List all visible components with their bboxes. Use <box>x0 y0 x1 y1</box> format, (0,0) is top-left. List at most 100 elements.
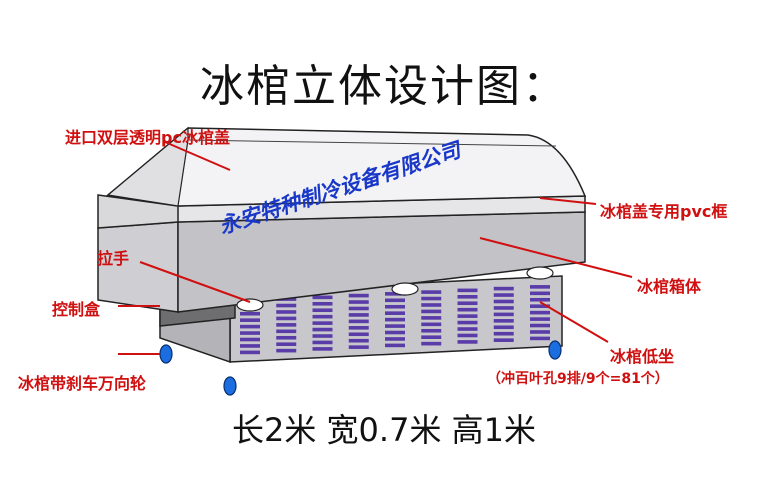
wheel <box>159 344 173 364</box>
vent-slat <box>240 324 260 329</box>
vent-slat <box>385 324 405 328</box>
vent-slat <box>421 296 442 301</box>
vent-slat <box>312 314 333 319</box>
vent-slat <box>530 323 550 328</box>
vent-slat <box>348 313 369 317</box>
lid-ridge <box>187 139 557 147</box>
leader-base <box>539 301 609 343</box>
vent-slat <box>276 335 297 340</box>
label-handle: 拉手 <box>97 249 130 268</box>
vent-slat <box>421 316 442 320</box>
vent-slat <box>385 317 405 322</box>
vent-slat <box>457 301 478 306</box>
vent-slat <box>312 334 333 338</box>
label-control-box: 控制盒 <box>52 300 101 319</box>
vent-slat <box>348 332 369 337</box>
vent-slat <box>385 330 405 335</box>
vent-slat <box>312 327 333 332</box>
vent-slat <box>457 294 478 299</box>
vent-slat <box>276 342 297 347</box>
vent-slat <box>457 333 478 338</box>
vent-slat <box>530 297 550 302</box>
vent-slat <box>240 318 260 322</box>
vent-slat <box>493 325 514 330</box>
vent-slat <box>493 286 514 291</box>
label-base-note: （冲百叶孔9排/9个=81个） <box>487 371 669 387</box>
vent-slat <box>530 285 550 289</box>
leader-lines <box>118 141 633 355</box>
vent-slat <box>493 331 514 336</box>
leader-handle <box>139 261 251 303</box>
vent-slat <box>493 293 514 297</box>
handle <box>236 298 264 312</box>
vent-slat <box>493 338 514 342</box>
wheel <box>548 340 562 360</box>
vent-slat <box>276 316 297 321</box>
vent-slat <box>530 317 550 321</box>
label-wheels: 冰棺带刹车万向轮 <box>18 374 147 393</box>
vent-slat <box>457 307 478 312</box>
vent-slat <box>312 295 333 300</box>
vent-slat <box>385 292 405 296</box>
vent-slat <box>385 311 405 315</box>
vent-slat <box>493 299 514 304</box>
vent-slat <box>385 298 405 303</box>
vent-slat <box>312 340 333 345</box>
vent-slat <box>348 293 369 298</box>
vent-slat <box>530 291 550 296</box>
vent-slat <box>240 350 260 355</box>
vent-slat <box>312 347 333 351</box>
vent-slat <box>457 288 478 293</box>
vent-slat <box>312 301 333 306</box>
vent-slat <box>530 304 550 308</box>
label-lid: 进口双层透明pc冰棺盖 <box>65 128 230 147</box>
vent-slat <box>530 330 550 334</box>
page-title: 冰棺立体设计图： <box>200 61 568 112</box>
vent-slat <box>421 335 442 340</box>
label-lid-frame: 冰棺盖专用pvc框 <box>600 202 728 221</box>
vent-slat <box>457 327 478 331</box>
vent-slat <box>240 344 260 348</box>
vent-slat <box>385 304 405 309</box>
vent-slat <box>421 303 442 307</box>
vent-slat <box>421 322 442 327</box>
handle <box>391 282 419 296</box>
vent-slat <box>348 319 369 324</box>
lid-top <box>106 127 587 207</box>
vent-slat <box>240 337 260 342</box>
leader-box <box>479 237 633 278</box>
label-base: 冰棺低坐 <box>610 347 675 366</box>
vent-slat <box>276 329 297 334</box>
vent-slat <box>493 319 514 323</box>
vent-slat <box>421 290 442 294</box>
vent-slat <box>421 328 442 333</box>
leader-lid-frame <box>539 197 597 205</box>
vent-slat <box>457 340 478 344</box>
vent-slat <box>421 309 442 314</box>
vent-slat <box>240 331 260 335</box>
vent-slat <box>348 338 369 343</box>
handle <box>526 266 554 280</box>
dimensions-text: 长2米 宽0.7米 高1米 <box>232 411 536 449</box>
label-box: 冰棺箱体 <box>637 277 702 296</box>
vent-slat <box>493 312 514 317</box>
vent-slat <box>348 326 369 330</box>
vent-slat <box>530 310 550 315</box>
vent-slat <box>240 311 260 316</box>
wheel <box>223 376 237 396</box>
leader-lid <box>164 141 231 171</box>
vent-slat <box>312 321 333 325</box>
vent-slat <box>385 343 405 348</box>
vent-slat <box>457 320 478 325</box>
vent-slat <box>530 336 550 341</box>
vent-slat <box>348 306 369 311</box>
vent-slat <box>312 308 333 313</box>
vent-slat <box>348 345 369 349</box>
vent-slat <box>276 310 297 314</box>
vent-slat <box>348 300 369 304</box>
vent-slat <box>421 341 442 346</box>
vent-slat <box>276 323 297 327</box>
vent-slat <box>385 337 405 341</box>
vent-slat <box>276 348 297 353</box>
